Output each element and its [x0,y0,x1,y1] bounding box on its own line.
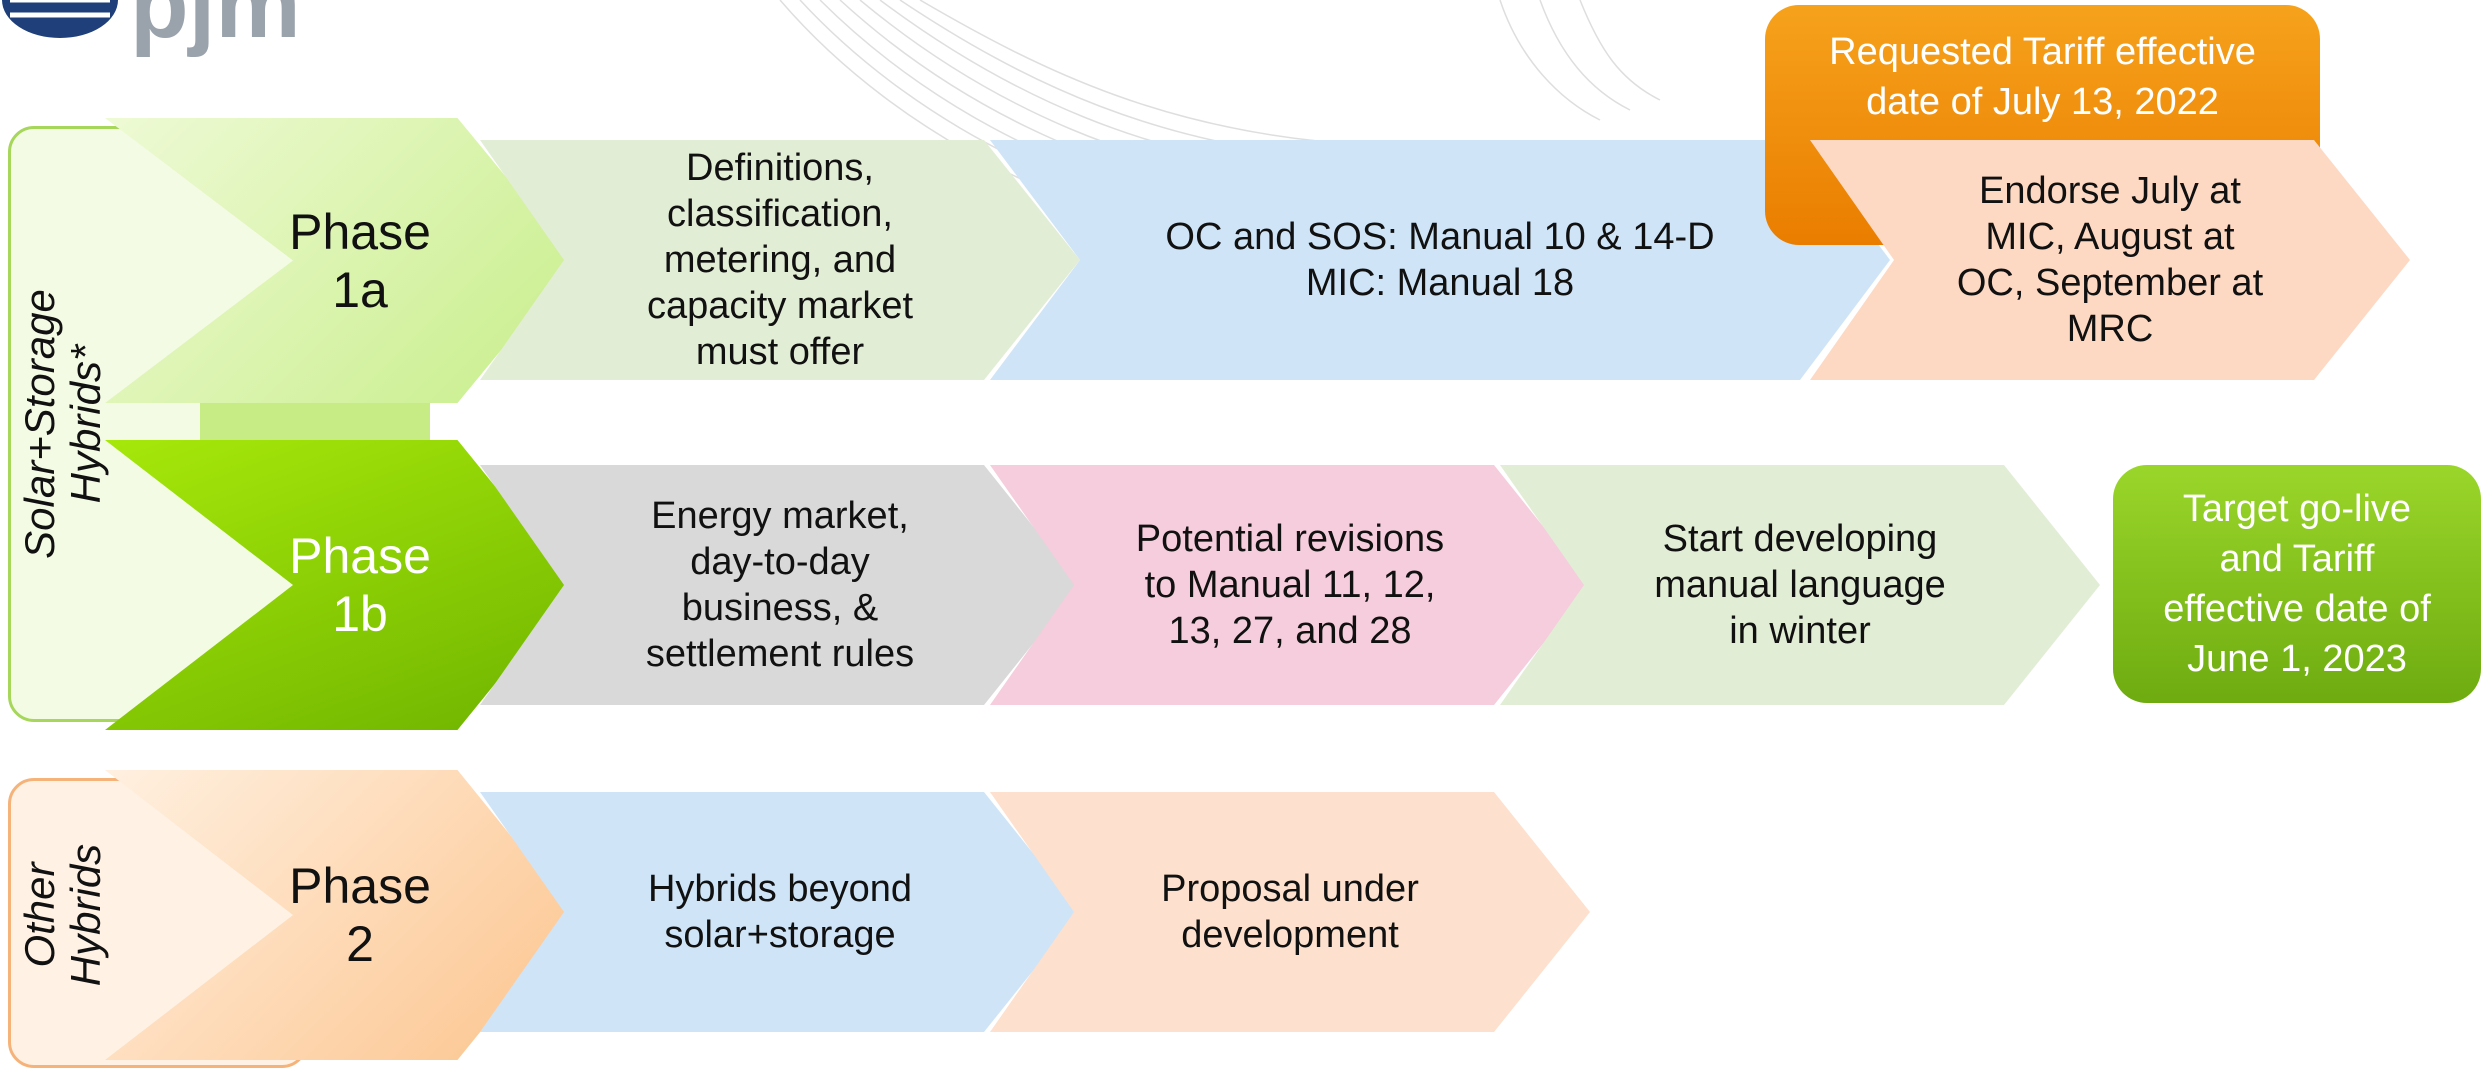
step-proposal-under-development: Proposal under development [990,792,1590,1032]
phase-1a-label: Phase 1a [289,203,431,318]
step-endorse-schedule: Endorse July at MIC, August at OC, Septe… [1810,140,2410,380]
row-label-other-hybrids: Other Hybrids [16,843,109,987]
step-definitions: Definitions, classification, metering, a… [480,140,1080,380]
phase-1b-label: Phase 1b [289,528,431,642]
logo-text: pjm [130,0,301,58]
step-start-developing: Start developing manual language in wint… [1500,465,2100,705]
step-oc-sos-manuals: OC and SOS: Manual 10 & 14-D MIC: Manual… [990,140,1890,380]
logo-globe-icon [2,0,118,38]
phase-2-label: Phase 2 [289,858,431,972]
step-potential-revisions: Potential revisions to Manual 11, 12, 13… [990,465,1590,705]
pjm-logo: pjm [0,0,301,58]
row-label-solar-storage: Solar+Storage Hybrids* [16,289,109,559]
callout-target-go-live: Target go-live and Tariff effective date… [2113,465,2481,703]
step-hybrids-beyond: Hybrids beyond solar+storage [480,792,1080,1032]
step-energy-market: Energy market, day-to-day business, & se… [480,465,1080,705]
